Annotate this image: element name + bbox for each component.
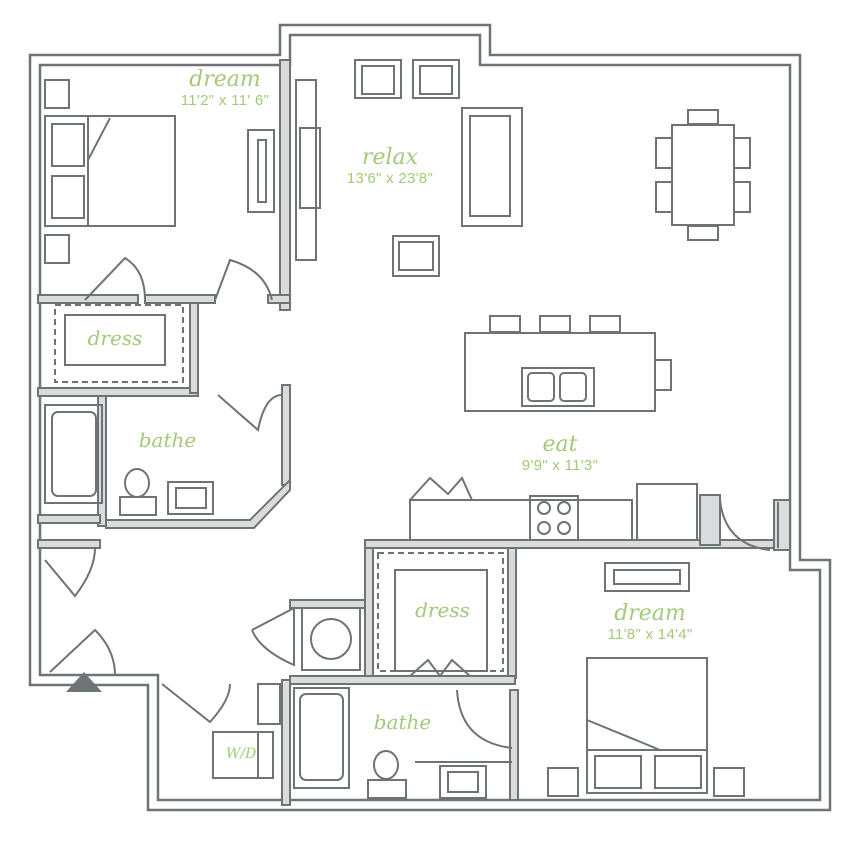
door-swing [161, 683, 231, 724]
sofa [461, 107, 523, 227]
door-swing [214, 258, 273, 301]
counter [409, 499, 633, 541]
dining-table [671, 124, 735, 226]
wd-closet [212, 731, 274, 779]
door-swing [456, 689, 513, 749]
nightstand [547, 767, 579, 797]
entry-arrow-icon [66, 672, 102, 692]
toilet [124, 468, 150, 498]
door-swing [251, 606, 295, 667]
sink [167, 481, 214, 515]
wall [189, 302, 199, 394]
wall [267, 294, 291, 304]
armchair [412, 59, 460, 99]
pantry [409, 476, 473, 501]
wall [773, 499, 791, 551]
door-swing [44, 547, 96, 598]
wall [37, 539, 101, 549]
armchair [354, 59, 402, 99]
door-swing [217, 394, 283, 432]
wall [364, 539, 786, 549]
door-swing [439, 658, 471, 677]
wall [507, 547, 517, 679]
bathtub [293, 687, 350, 789]
wall [281, 384, 291, 486]
nightstand [44, 79, 70, 109]
wall [509, 689, 519, 801]
wall [281, 679, 291, 806]
bed [44, 115, 176, 227]
nightstand [713, 767, 745, 797]
sink [439, 765, 487, 799]
exterior-wall [28, 23, 832, 812]
stove [529, 495, 579, 541]
nightstand [44, 234, 70, 264]
wall [37, 294, 139, 304]
bathtub [44, 404, 103, 504]
wall [279, 59, 291, 311]
bed [586, 657, 708, 794]
wall [289, 675, 516, 685]
wall [364, 547, 374, 679]
toilet [373, 750, 399, 780]
door-swing [84, 256, 146, 301]
wall [144, 294, 216, 304]
wall [105, 477, 291, 529]
door-swing [409, 658, 441, 677]
refrigerator [636, 483, 698, 541]
wall [699, 494, 721, 546]
wall [289, 599, 366, 609]
kitchen-sink [521, 367, 595, 407]
bench [604, 562, 690, 592]
exterior-wall-inner [38, 33, 822, 802]
washer-dryer-label: W/D [226, 746, 257, 762]
wall [37, 514, 101, 524]
closet [54, 304, 184, 383]
dresser [247, 129, 275, 213]
door-swing [49, 628, 116, 676]
ottoman [392, 235, 440, 277]
door-swing [719, 499, 771, 551]
tv-console [295, 79, 317, 261]
washer [301, 607, 361, 671]
wall [37, 387, 199, 397]
